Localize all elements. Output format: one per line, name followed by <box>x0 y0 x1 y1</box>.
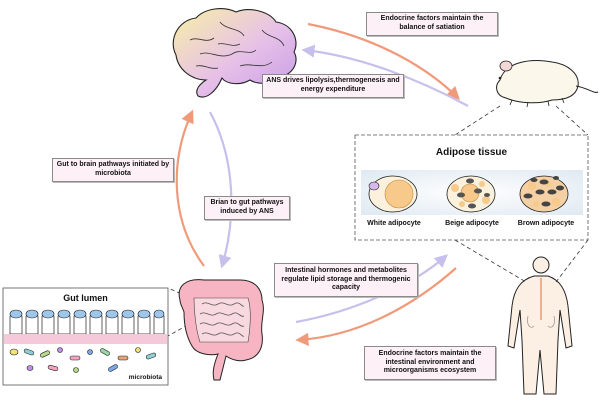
colon-icon <box>178 279 264 381</box>
brown-adipocyte-icon <box>519 175 569 213</box>
white-adipocyte-icon <box>368 175 418 213</box>
gut-lumen-title: Gut lumen <box>63 293 108 303</box>
label-endocrine-satiation: Endocrine factors maintain the balance o… <box>366 12 498 36</box>
brown-adipocyte-label: Brown adipocyte <box>517 220 575 227</box>
pathway-arrows <box>175 22 469 346</box>
label-brain-to-gut: Brian to gut pathways induced by ANS <box>204 196 290 220</box>
label-endocrine-intestinal: Endocrine factors maintain the intestina… <box>364 346 496 380</box>
arrow-adipose-to-gut <box>295 267 457 346</box>
arrow-mouse-to-brain <box>301 44 469 107</box>
zoom-connector-lines <box>167 105 589 337</box>
human-icon <box>507 256 573 395</box>
adipose-title: Adipose tissue <box>435 147 508 158</box>
gut-lumen-panel <box>2 287 169 386</box>
beige-adipocyte-label: Beige adipocyte <box>445 220 499 227</box>
white-adipocyte-label: White adipocyte <box>367 220 421 227</box>
mouse-icon <box>496 60 599 108</box>
label-intestinal-hormones: Intestinal hormones and metabolites regu… <box>274 263 418 297</box>
label-ans-lipolysis: ANS drives lipolysis,thermogenesis and e… <box>262 74 404 98</box>
beige-adipocyte-icon <box>446 175 496 213</box>
arrow-brain-to-mouse <box>307 22 460 100</box>
arrow-brain-to-gut <box>209 111 233 269</box>
microbiota-label: microbiota <box>128 374 162 381</box>
arrow-gut-to-brain <box>175 109 205 267</box>
adipose-panel <box>354 134 589 241</box>
label-gut-to-brain: Gut to brain pathways initiated by micro… <box>52 158 174 182</box>
